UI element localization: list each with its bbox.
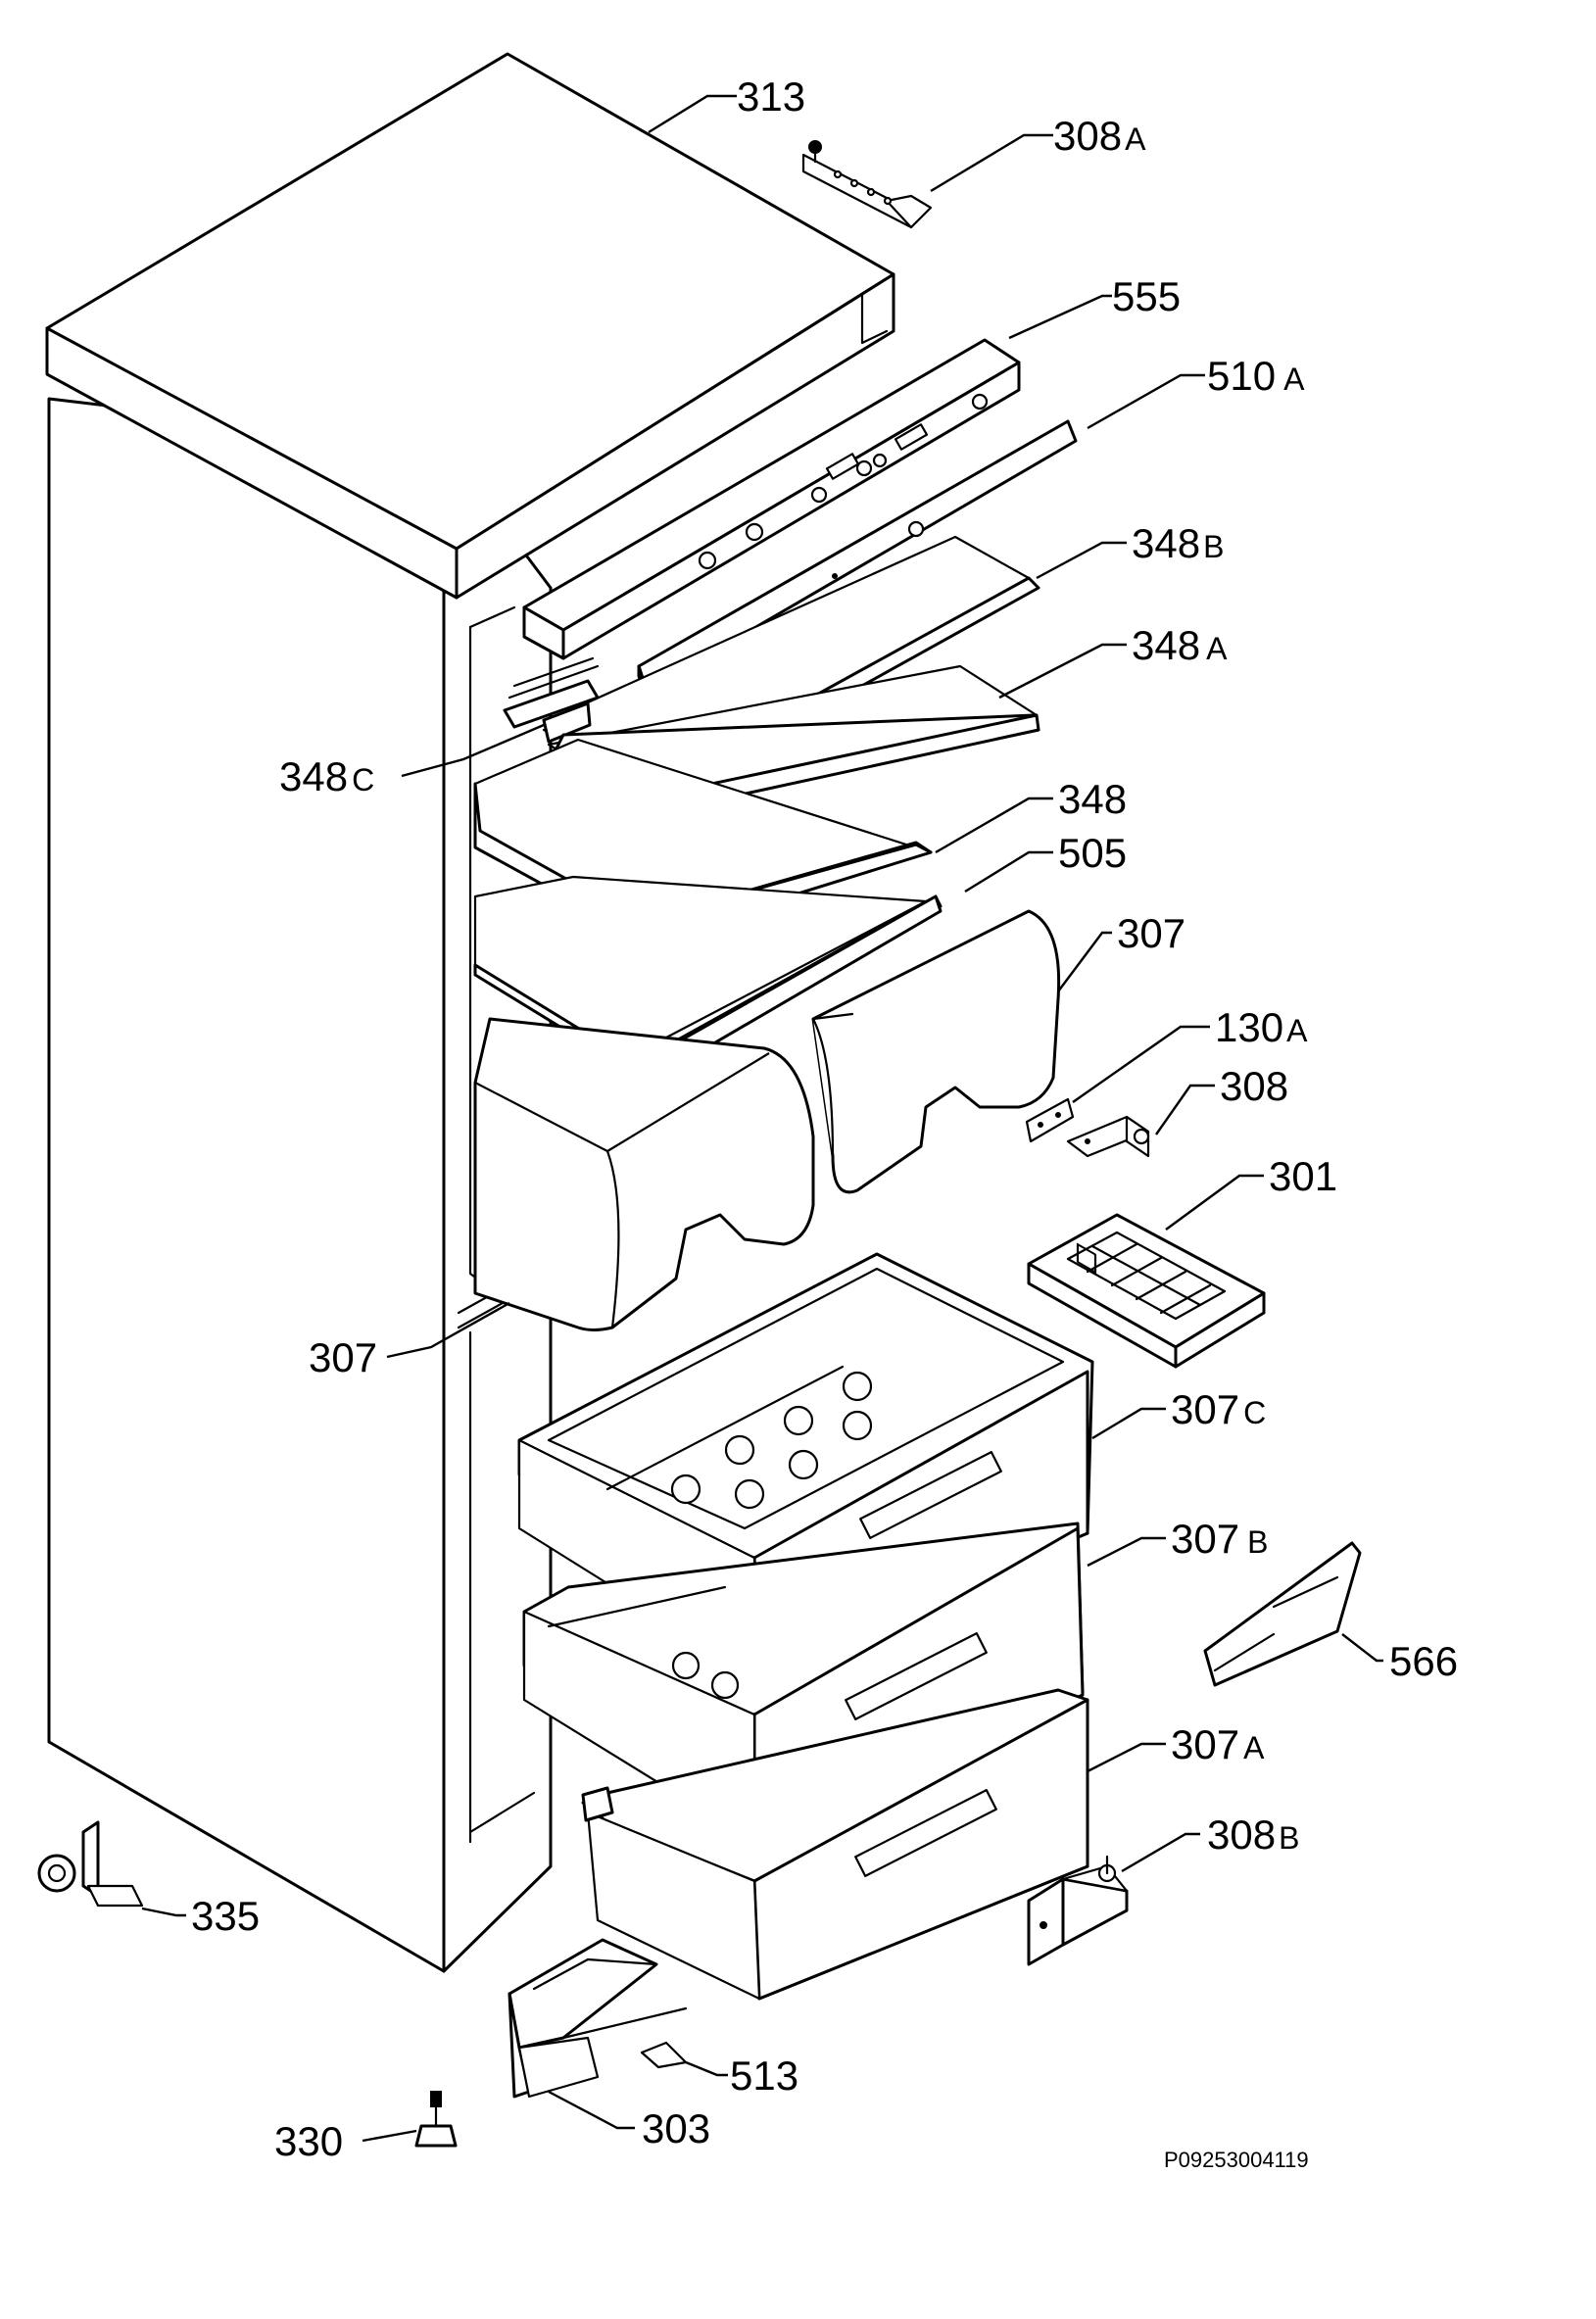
hinge-308b bbox=[1027, 1855, 1129, 1966]
callout-330: 330 bbox=[274, 2118, 343, 2164]
callout-513: 513 bbox=[730, 2053, 798, 2099]
callout-130a: 130A bbox=[1215, 1004, 1308, 1050]
ice-tray-301 bbox=[1027, 1213, 1266, 1369]
callout-348b: 348B bbox=[1132, 520, 1224, 566]
callout-301: 301 bbox=[1269, 1153, 1337, 1199]
callout-566: 566 bbox=[1389, 1638, 1458, 1684]
door-bin-307-lower bbox=[473, 1017, 815, 1331]
top-cover bbox=[45, 52, 895, 600]
hinge-308 bbox=[1066, 1115, 1150, 1158]
callout-303: 303 bbox=[642, 2105, 710, 2151]
control-panel-555 bbox=[522, 338, 1021, 660]
callout-307-lower: 307 bbox=[309, 1334, 377, 1380]
shelf-348c bbox=[503, 656, 600, 729]
callout-308: 308 bbox=[1220, 1063, 1288, 1109]
bracket-130a bbox=[1025, 1097, 1075, 1143]
drawing-code: P09253004119 bbox=[1164, 2148, 1309, 2172]
leader-lines bbox=[141, 94, 1383, 2143]
foot-330 bbox=[414, 2091, 458, 2148]
callout-308a: 308A bbox=[1053, 113, 1146, 159]
callout-307-upper: 307 bbox=[1117, 910, 1185, 956]
callout-505: 505 bbox=[1058, 830, 1127, 876]
callout-348: 348 bbox=[1058, 776, 1127, 822]
clip-513 bbox=[640, 2041, 688, 2069]
hinge-308a bbox=[801, 140, 933, 229]
drawer-307a bbox=[581, 1688, 1089, 2001]
door-bin-307-upper bbox=[811, 909, 1061, 1194]
callout-313: 313 bbox=[737, 73, 805, 120]
cabinet-body bbox=[47, 397, 553, 1973]
hinge-335 bbox=[37, 1820, 144, 1908]
callout-308b: 308B bbox=[1207, 1812, 1299, 1858]
callout-555: 555 bbox=[1112, 273, 1181, 319]
callout-335: 335 bbox=[191, 1893, 260, 1939]
plinth-303 bbox=[508, 1938, 688, 2099]
scraper-566 bbox=[1203, 1541, 1362, 1687]
